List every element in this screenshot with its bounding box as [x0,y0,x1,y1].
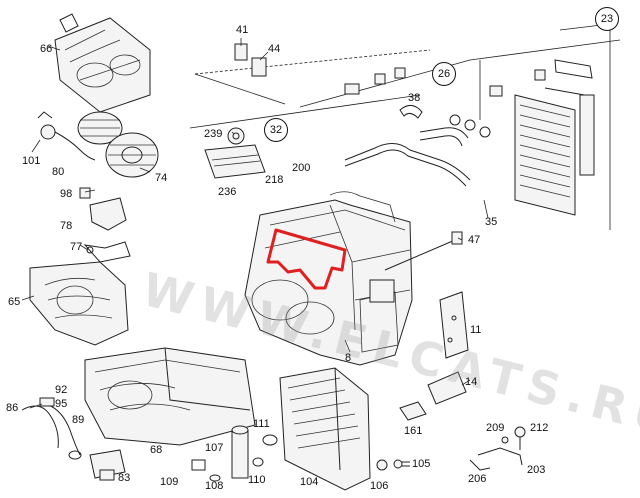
callout-78[interactable]: 78 [60,220,73,232]
callout-200[interactable]: 200 [292,162,311,174]
callout-104[interactable]: 104 [300,476,319,488]
callout-212[interactable]: 212 [530,422,549,434]
part-68-lower-housing [84,347,256,446]
callout-68[interactable]: 68 [150,444,163,456]
callout-239[interactable]: 239 [204,128,223,140]
callout-77[interactable]: 77 [70,241,83,253]
callout-109[interactable]: 109 [160,476,179,488]
callout-95[interactable]: 95 [55,398,68,410]
callout-236[interactable]: 236 [218,186,237,198]
callout-206[interactable]: 206 [468,473,487,485]
callout-92[interactable]: 92 [55,384,68,396]
callout-11[interactable]: 11 [470,324,482,336]
callout-8[interactable]: 8 [345,352,352,364]
callout-106[interactable]: 106 [370,480,389,492]
small-fasteners [344,67,546,119]
callout-35[interactable]: 35 [485,216,498,228]
callout-110[interactable]: 110 [248,474,266,486]
part-104-heater-core [279,367,371,491]
leader-lines [21,45,489,409]
callout-86[interactable]: 86 [6,402,19,414]
callout-14[interactable]: 14 [465,376,478,388]
highlighted-gasket [266,228,347,290]
part-23-heater-core [514,59,595,216]
callout-66[interactable]: 66 [40,43,53,55]
callout-38[interactable]: 38 [408,92,421,104]
part-161-clip [399,401,427,421]
callout-108[interactable]: 108 [205,480,224,492]
callout-44[interactable]: 44 [268,43,281,55]
callout-101[interactable]: 101 [22,155,41,167]
wire-harness [21,397,82,460]
callout-47[interactable]: 47 [468,234,481,246]
part-236-239 [204,127,266,179]
part-105-106-screws [376,459,410,471]
part-65-housing [29,261,129,346]
callout-89[interactable]: 89 [72,414,85,426]
part-83-bracket [89,449,126,481]
callout-41[interactable]: 41 [236,24,249,36]
part-41-44-clips [234,38,269,77]
part-107-111 [191,425,278,482]
part-38-pipes [344,114,491,187]
callout-107[interactable]: 107 [205,442,224,454]
callout-74[interactable]: 74 [155,172,168,184]
circled-callout-32[interactable]: 32 [264,118,288,142]
part-203-bracket [469,426,526,471]
callout-203[interactable]: 203 [527,464,546,476]
part-47-cable [384,231,463,271]
callout-111[interactable]: 111 [253,418,270,430]
callout-218[interactable]: 218 [265,174,284,186]
callout-83[interactable]: 83 [118,472,131,484]
left-small-parts [79,187,131,263]
callout-161[interactable]: 161 [404,425,423,437]
callout-65[interactable]: 65 [8,296,21,308]
part-66-duct [54,13,151,113]
callout-80[interactable]: 80 [52,166,65,178]
part-11-14-plates [427,291,469,405]
circled-callout-26[interactable]: 26 [432,62,456,86]
callout-98[interactable]: 98 [60,188,73,200]
callout-105[interactable]: 105 [412,458,431,470]
part-74-blower-motor [37,111,159,178]
callout-209[interactable]: 209 [486,422,505,434]
circled-callout-23[interactable]: 23 [595,7,619,31]
